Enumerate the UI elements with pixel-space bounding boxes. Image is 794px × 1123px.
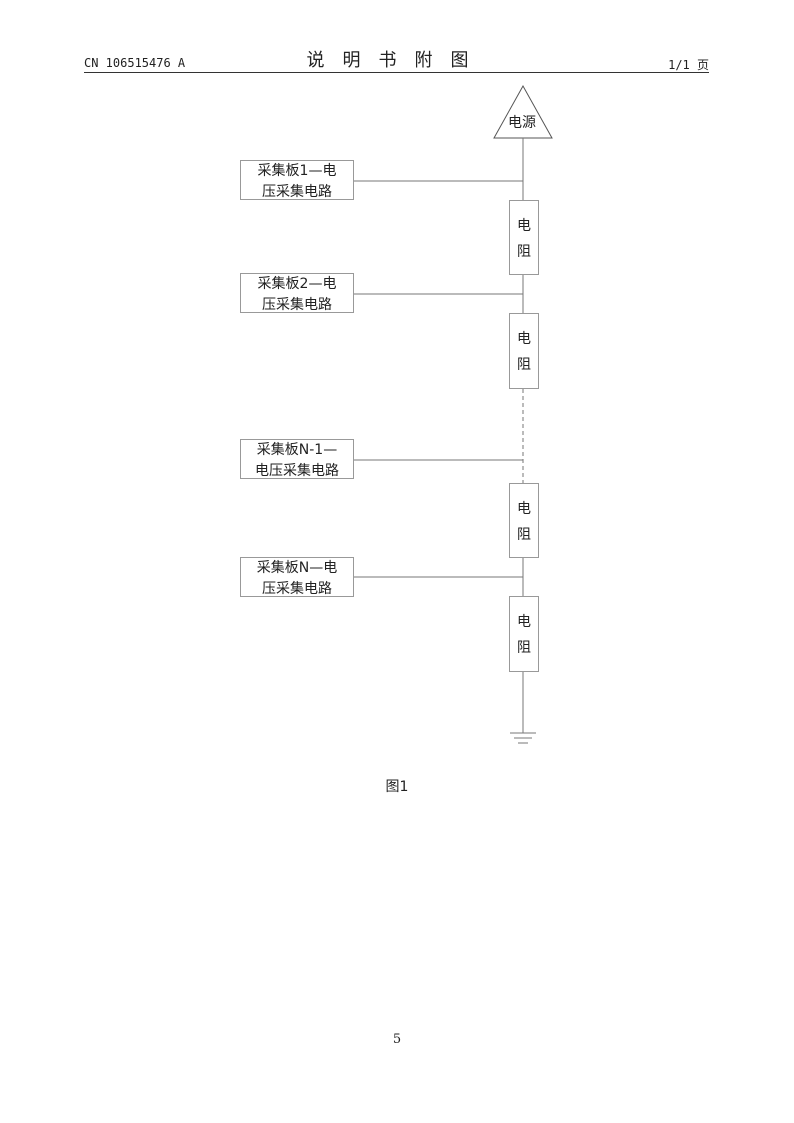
- resistor-label-line1: 电: [517, 500, 531, 517]
- resistor-label-line1: 电: [517, 217, 531, 234]
- resistor-3: 电 阻: [509, 483, 539, 558]
- board-label-line2: 电压采集电路: [255, 463, 339, 479]
- board-label-line2: 压采集电路: [262, 581, 332, 597]
- board-label-line1: 采集板2—电: [257, 276, 337, 292]
- resistor-2: 电 阻: [509, 313, 539, 389]
- page-header: CN 106515476 A 说明书附图 1/1 页: [84, 46, 709, 74]
- patent-number: CN 106515476 A: [84, 56, 186, 70]
- acquisition-board-n-minus-1: 采集板N-1— 电压采集电路: [240, 439, 354, 479]
- resistor-label-line1: 电: [517, 331, 531, 347]
- acquisition-board-n: 采集板N—电 压采集电路: [240, 557, 354, 597]
- board-label-line1: 采集板N-1—: [256, 442, 338, 458]
- resistor-label-line1: 电: [517, 614, 531, 630]
- header-rule: [84, 72, 709, 73]
- resistor-4: 电 阻: [509, 596, 539, 672]
- section-title: 说明书附图: [306, 50, 487, 71]
- resistor-label-line2: 阻: [517, 357, 531, 373]
- board-label-line2: 压采集电路: [262, 184, 332, 200]
- ground-symbol: [510, 732, 536, 744]
- board-label-line2: 压采集电路: [262, 297, 332, 313]
- resistor-label-line2: 阻: [517, 526, 531, 543]
- page-number: 5: [392, 1032, 402, 1047]
- resistor-label-line2: 阻: [517, 640, 531, 656]
- acquisition-board-2: 采集板2—电 压采集电路: [240, 273, 354, 313]
- board-label-line1: 采集板N—电: [256, 560, 338, 576]
- figure-caption: 图1: [385, 779, 409, 795]
- resistor-label-line2: 阻: [517, 243, 531, 260]
- acquisition-board-1: 采集板1—电 压采集电路: [240, 160, 354, 200]
- board-label-line1: 采集板1—电: [257, 163, 337, 179]
- page-indicator: 1/1 页: [668, 58, 709, 72]
- power-source-label: 电源: [508, 115, 536, 131]
- resistor-1: 电 阻: [509, 200, 539, 275]
